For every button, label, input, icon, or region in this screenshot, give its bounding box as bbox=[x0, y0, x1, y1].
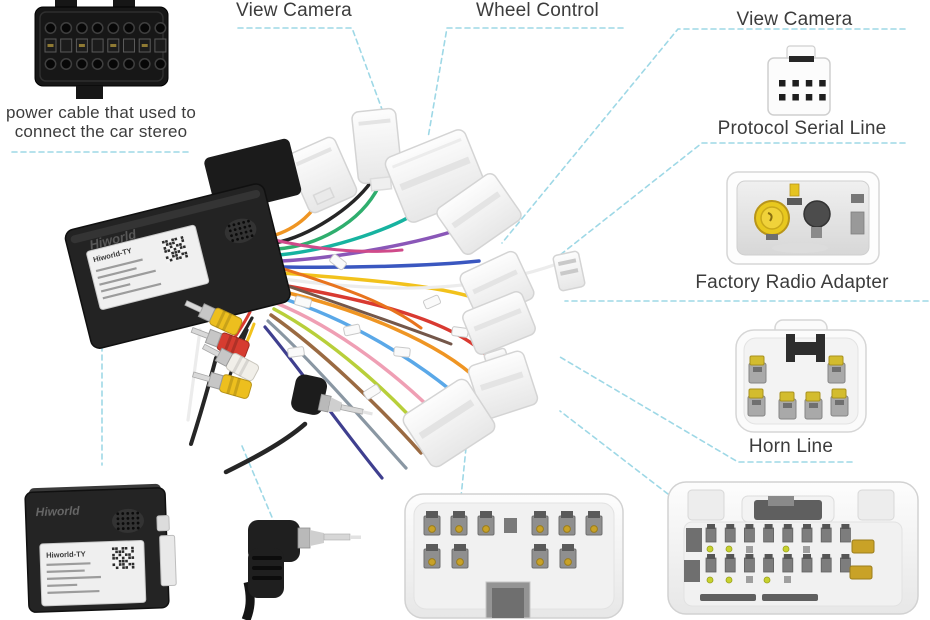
horn-line-connector bbox=[735, 319, 867, 433]
decoder-label-qr-code bbox=[111, 546, 136, 570]
bottom-right-connector bbox=[667, 481, 919, 615]
antenna-socket bbox=[803, 200, 831, 228]
label-view-camera-left: View Camera bbox=[236, 0, 352, 21]
rca-plug-yellow-2 bbox=[192, 371, 252, 399]
horn-connector-pins bbox=[747, 355, 849, 420]
decoder-label-text-lines bbox=[46, 562, 101, 594]
harness-connector-a bbox=[286, 136, 358, 214]
protocol-connector-pins bbox=[779, 80, 826, 101]
harness-connector-h bbox=[402, 378, 496, 468]
label-power-cable-line1: power cable that used to bbox=[5, 103, 197, 122]
antenna-plug bbox=[241, 520, 361, 620]
power-connector-pins bbox=[44, 22, 167, 70]
label-protocol-serial-line: Protocol Serial Line bbox=[717, 118, 887, 139]
harness-connectors bbox=[286, 107, 586, 468]
leader-protocol-serial bbox=[559, 142, 906, 256]
stereo-jack-plug bbox=[291, 374, 373, 416]
canbus-speaker-grille bbox=[224, 218, 257, 244]
canbus-box: Hiworld Hiworld-TY bbox=[64, 138, 302, 349]
label-factory-radio-adapter: Factory Radio Adapter bbox=[695, 272, 889, 293]
power-connector bbox=[34, 0, 169, 99]
bottom-right-connector-pins bbox=[684, 524, 875, 601]
rca-plug-yellow-1 bbox=[184, 300, 243, 336]
leader-bottom-middle-connector bbox=[460, 447, 467, 498]
factory-radio-adapter-connector bbox=[726, 171, 880, 265]
leader-lines bbox=[11, 27, 929, 523]
label-horn-line: Horn Line bbox=[748, 436, 834, 457]
decoder-label-title: Hiworld-TY bbox=[46, 549, 86, 559]
rca-plugs bbox=[184, 300, 260, 399]
harness-connector-d bbox=[436, 172, 522, 256]
bottom-middle-connector bbox=[404, 493, 624, 619]
label-wheel-control: Wheel Control bbox=[476, 0, 599, 21]
canbus-label-text-lines bbox=[95, 258, 162, 300]
label-view-camera-right: View Camera bbox=[736, 9, 853, 30]
leader-view-camera-right bbox=[501, 28, 906, 244]
leader-bottom-right-connector bbox=[559, 410, 669, 495]
harness-connector-f bbox=[462, 291, 536, 355]
decoder-speaker-grille bbox=[112, 508, 144, 533]
decoder-box: Hiworld Hiworld-TY bbox=[24, 483, 177, 613]
rca-plug-white bbox=[201, 343, 260, 382]
leader-view-camera-left bbox=[237, 27, 384, 113]
leader-wheel-control bbox=[427, 27, 624, 139]
decoder-brand-text: Hiworld bbox=[35, 504, 80, 520]
bottom-middle-connector-pins bbox=[423, 511, 603, 569]
leader-horn-line bbox=[559, 356, 853, 463]
canbus-label-qr-code bbox=[161, 235, 189, 263]
label-power-cable-line2: connect the car stereo bbox=[14, 122, 188, 141]
protocol-serial-connector bbox=[767, 45, 831, 116]
harness-connector-small bbox=[552, 250, 586, 292]
